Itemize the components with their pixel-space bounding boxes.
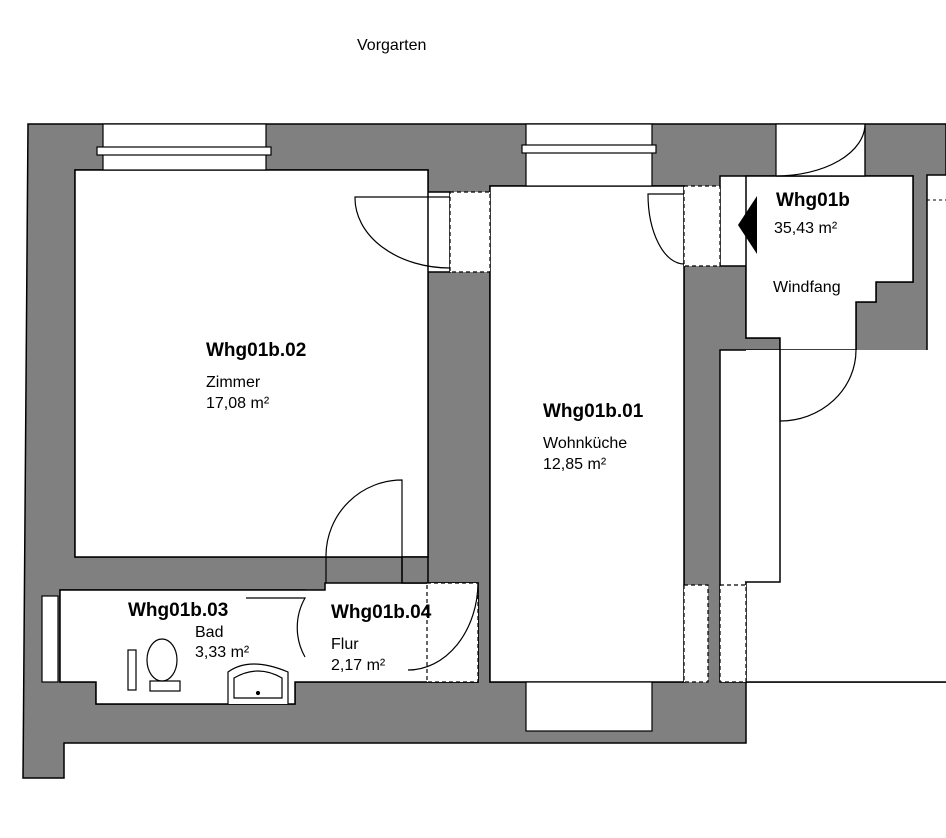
- room-name-windfang: Windfang: [773, 279, 841, 296]
- room-area-zimmer: 17,08 m²: [206, 395, 270, 412]
- room-id-wohnkueche: Whg01b.01: [543, 401, 644, 422]
- rooms: [59, 169, 946, 705]
- context-label-vorgarten: Vorgarten: [357, 37, 427, 54]
- door-swings: [246, 123, 866, 671]
- room-name-wohnkueche: Wohnküche: [543, 435, 628, 452]
- wall-zimmer-flur: [401, 556, 429, 584]
- room-windfang-floor: [745, 175, 914, 351]
- window-wohnkueche-bottom: [525, 681, 653, 732]
- room-id-bad: Whg01b.03: [128, 600, 229, 621]
- entrance-arrow-icon: [738, 196, 757, 254]
- room-area-wohnkueche: 12,85 m²: [543, 456, 607, 473]
- apartment-id: Whg01b: [776, 190, 850, 211]
- window-wohnkueche: [525, 123, 653, 187]
- room-id-flur: Whg01b.04: [331, 602, 432, 623]
- room-zimmer-floor: [74, 169, 429, 558]
- washbasin-icon: [227, 663, 289, 704]
- windows: [41, 123, 866, 732]
- room-name-bad: Bad: [195, 624, 224, 641]
- window-windfang: [775, 123, 866, 177]
- door-openings: [426, 185, 747, 683]
- room-id-zimmer: Whg01b.02: [206, 340, 307, 361]
- room-right-outline: [745, 350, 946, 683]
- room-right-floor: [746, 350, 946, 682]
- room-area-bad: 3,33 m²: [195, 644, 250, 661]
- window-bad: [41, 595, 59, 683]
- room-name-zimmer: Zimmer: [206, 374, 261, 391]
- apartment-area: 35,43 m²: [774, 220, 838, 237]
- room-wohnkueche-floor: [489, 185, 685, 683]
- room-area-flur: 2,17 m²: [331, 657, 386, 674]
- toilet-icon: [127, 638, 181, 692]
- room-name-flur: Flur: [331, 636, 359, 653]
